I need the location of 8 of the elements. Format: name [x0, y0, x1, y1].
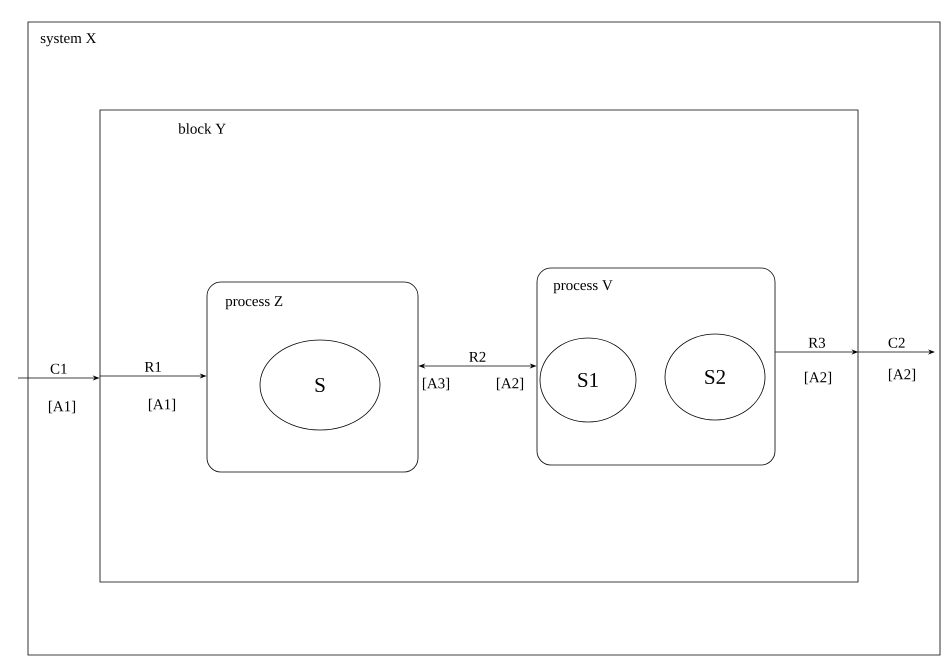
edge-label: R2: [469, 352, 486, 362]
interface-label: [A1]: [148, 398, 176, 412]
edge-label: R3: [808, 338, 826, 348]
edge-label: C1: [50, 364, 67, 374]
edge-label: R1: [144, 362, 161, 372]
interface-label: [A2]: [888, 368, 916, 382]
interface-label: [A1]: [48, 400, 76, 414]
edge-label: C2: [888, 338, 905, 348]
